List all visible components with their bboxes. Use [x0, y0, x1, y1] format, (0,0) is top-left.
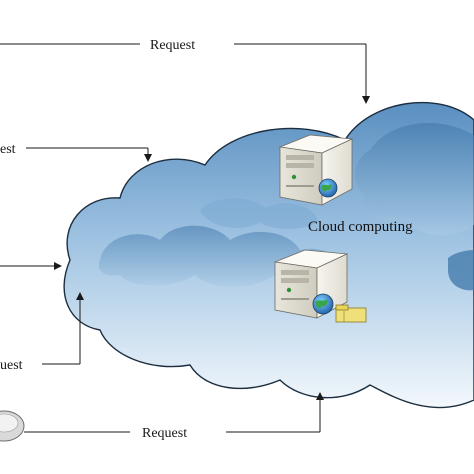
request-connector: [42, 292, 84, 365]
cloud-label: Cloud computing: [308, 219, 413, 235]
device-icon: [0, 410, 25, 442]
cloud-shape: [63, 101, 474, 409]
request-label: Request: [142, 426, 187, 441]
folder-icon: [335, 304, 367, 323]
request-connector: [0, 43, 370, 104]
globe-icon: [312, 293, 334, 315]
request-label: uest: [0, 358, 23, 373]
request-connector: [24, 392, 324, 433]
server-icon: [278, 134, 354, 206]
request-label: est: [0, 142, 16, 157]
request-connector: [26, 147, 152, 162]
request-label: Request: [150, 38, 195, 53]
globe-icon: [318, 178, 338, 198]
